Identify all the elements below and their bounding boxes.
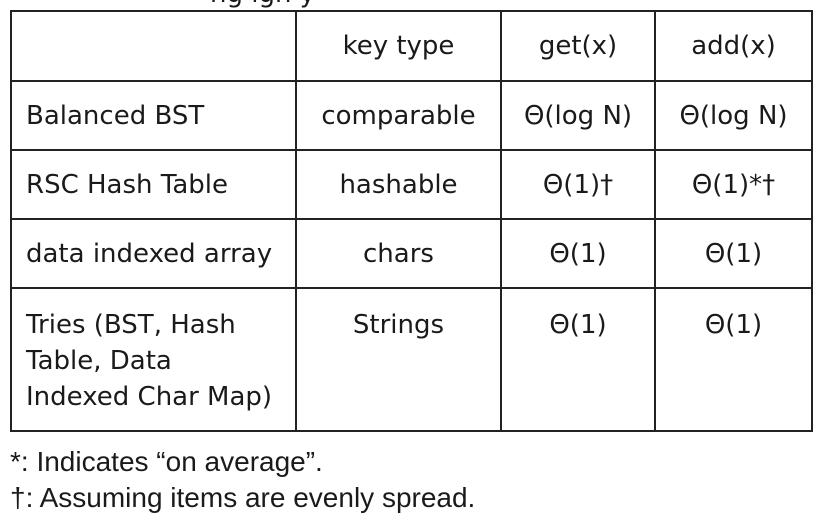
structure-cell: Tries (BST, Hash Table, Data Indexed Cha…	[10, 287, 297, 432]
add-cell: Θ(1)	[654, 287, 813, 432]
add-cell: Θ(1)	[654, 218, 813, 289]
get-cell: Θ(1)†	[500, 149, 656, 220]
get-cell: Θ(log N)	[500, 80, 656, 151]
table-header-row: key type get(x) add(x)	[10, 10, 813, 82]
cropped-title-strip: ng ign y	[0, 0, 817, 10]
structure-cell: Balanced BST	[10, 80, 297, 151]
header-cell-key-type: key type	[295, 10, 502, 82]
key-type-cell: hashable	[295, 149, 502, 220]
header-cell-get: get(x)	[500, 10, 656, 82]
key-type-cell: comparable	[295, 80, 502, 151]
header-cell-add: add(x)	[654, 10, 813, 82]
key-type-cell: Strings	[295, 287, 502, 432]
footnotes: *: Indicates “on average”. †: Assuming i…	[10, 444, 475, 516]
header-cell-structure	[10, 10, 297, 82]
add-cell: Θ(1)*†	[654, 149, 813, 220]
add-cell: Θ(log N)	[654, 80, 813, 151]
table-row: data indexed array chars Θ(1) Θ(1)	[10, 218, 813, 289]
get-cell: Θ(1)	[500, 287, 656, 432]
comparison-table: key type get(x) add(x) Balanced BST comp…	[10, 10, 813, 432]
footnote-on-average: *: Indicates “on average”.	[10, 446, 323, 477]
cropped-title-text: ng ign y	[210, 0, 315, 9]
table-row: Balanced BST comparable Θ(log N) Θ(log N…	[10, 80, 813, 151]
structure-cell: RSC Hash Table	[10, 149, 297, 220]
get-cell: Θ(1)	[500, 218, 656, 289]
key-type-cell: chars	[295, 218, 502, 289]
table-row: RSC Hash Table hashable Θ(1)† Θ(1)*†	[10, 149, 813, 220]
footnote-evenly-spread: †: Assuming items are evenly spread.	[10, 482, 476, 513]
table-row: Tries (BST, Hash Table, Data Indexed Cha…	[10, 287, 813, 432]
structure-cell: data indexed array	[10, 218, 297, 289]
